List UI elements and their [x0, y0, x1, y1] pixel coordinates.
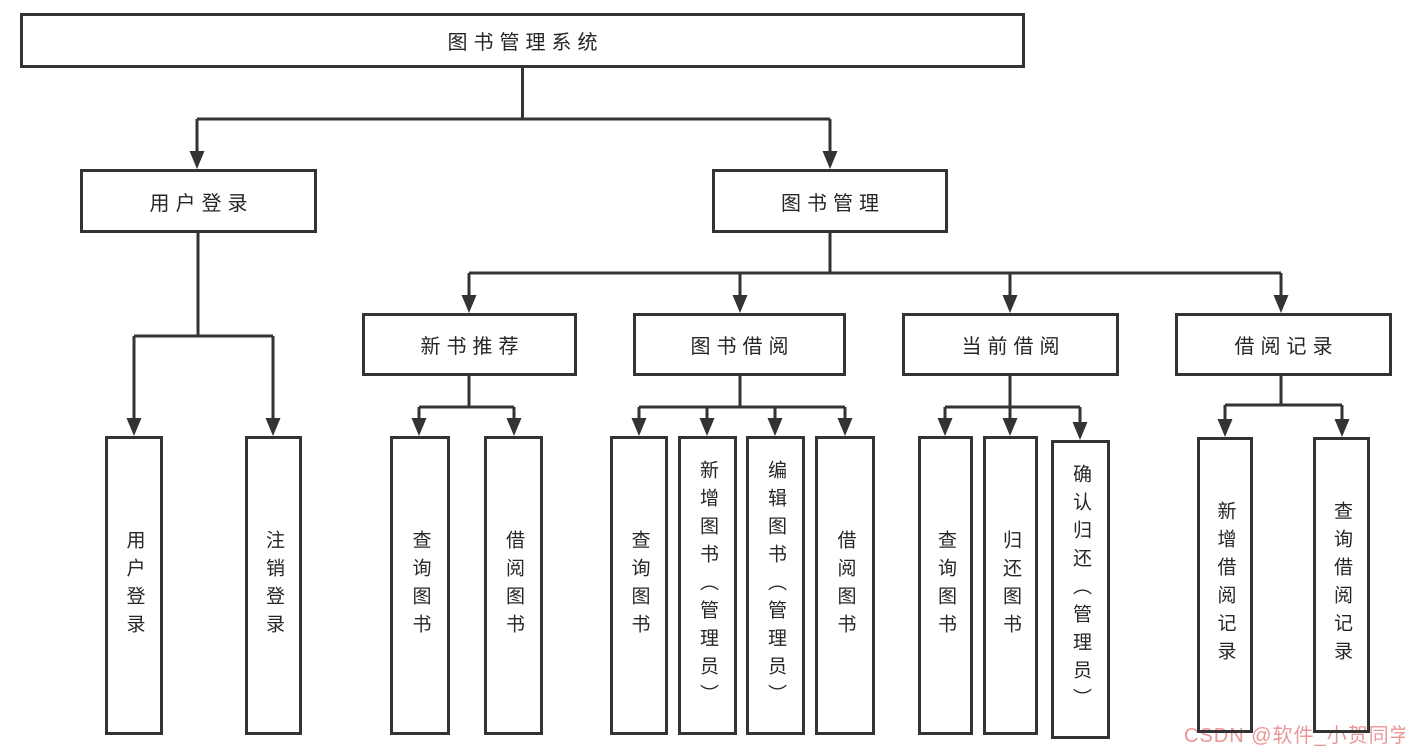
node-label: 图书管理 [781, 192, 885, 215]
node-user-login: 用户登录 [80, 169, 317, 233]
leaf-query-borrow-record: 查询借阅记录 [1313, 437, 1370, 733]
node-label: 查询图书 [628, 529, 650, 642]
leaf-logout-login: 注销登录 [245, 436, 302, 735]
leaf-confirm-return-admin: 确认归还（管理员） [1051, 440, 1110, 739]
leaf-add-borrow-record: 新增借阅记录 [1197, 437, 1253, 733]
arrowheads [126, 151, 1350, 440]
node-label: 借阅记录 [1234, 336, 1339, 358]
node-label: 用户登录 [123, 529, 145, 642]
node-new-book-recommendation: 新书推荐 [362, 313, 577, 376]
leaf-query-books-borrowing: 查询图书 [610, 436, 668, 735]
node-label: 归还图书 [1000, 529, 1021, 642]
node-label: 确认归还（管理员） [1070, 463, 1091, 716]
node-label: 借阅图书 [834, 529, 856, 642]
leaf-edit-books-admin: 编辑图书（管理员） [746, 436, 805, 735]
node-label: 新增图书（管理员） [697, 459, 718, 712]
node-label: 图书管理系统 [447, 32, 604, 54]
tree-edges [132, 68, 1344, 436]
node-label: 查询图书 [935, 529, 956, 642]
node-label: 新书推荐 [420, 336, 525, 358]
node-current-borrowing: 当前借阅 [902, 313, 1119, 376]
node-borrowing-records: 借阅记录 [1175, 313, 1392, 376]
node-label: 查询图书 [409, 529, 431, 642]
node-label: 查询借阅记录 [1331, 501, 1352, 669]
node-book-borrowing: 图书借阅 [633, 313, 846, 376]
node-label: 编辑图书（管理员） [765, 459, 786, 712]
node-label: 当前借阅 [961, 336, 1066, 358]
node-label: 新增借阅记录 [1214, 501, 1236, 669]
leaf-query-books-current: 查询图书 [918, 436, 973, 735]
leaf-query-books-recommend: 查询图书 [390, 436, 450, 735]
leaf-borrow-books-borrowing: 借阅图书 [815, 436, 875, 735]
leaf-user-login: 用户登录 [105, 436, 163, 735]
node-book-management: 图书管理 [712, 169, 948, 233]
node-label: 图书借阅 [690, 336, 795, 358]
node-label: 用户登录 [149, 192, 254, 215]
node-root: 图书管理系统 [20, 13, 1025, 68]
leaf-return-books: 归还图书 [983, 436, 1038, 735]
leaf-add-books-admin: 新增图书（管理员） [678, 436, 737, 735]
node-label: 借阅图书 [503, 529, 524, 642]
node-label: 注销登录 [263, 529, 284, 642]
leaf-borrow-books-recommend: 借阅图书 [484, 436, 543, 735]
